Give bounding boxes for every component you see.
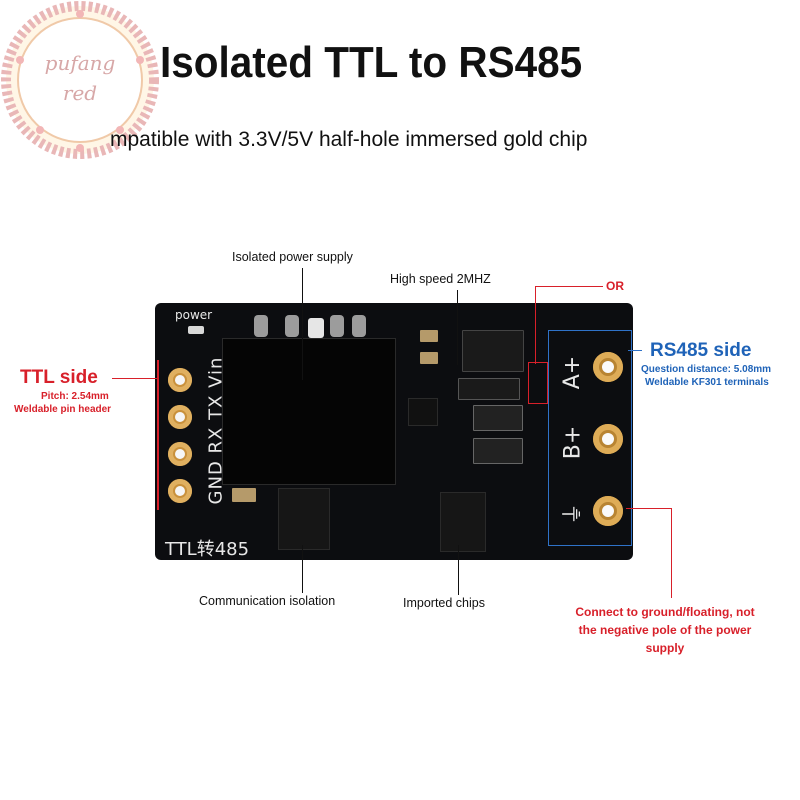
watermark-line2: red: [63, 81, 97, 105]
capacitor: [420, 352, 438, 364]
pointer-isolated-power: [302, 268, 303, 380]
ground-pointer-v: [671, 508, 672, 598]
silk-power: power: [175, 308, 213, 322]
rs485-heading: RS485 side: [650, 340, 752, 361]
isolation-chip: [278, 488, 330, 550]
ttl-pin-tx: [168, 405, 192, 429]
module-pin: [254, 315, 268, 337]
tvs-diode: [473, 438, 523, 464]
module-pin: [330, 315, 344, 337]
terminal-a: [593, 352, 623, 382]
ground-note: Connect to ground/floating, not the nega…: [560, 603, 770, 657]
ttl-pitch: Pitch: 2.54mm: [41, 391, 109, 402]
ttl-pin-rx: [168, 442, 192, 466]
imported-chip: [440, 492, 486, 552]
silk-model: TTL转485: [165, 539, 250, 560]
label-high-speed: High speed 2MHZ: [390, 272, 491, 286]
ttl-pointer: [112, 378, 158, 379]
pointer-imported-chips: [458, 545, 459, 595]
silk-b-plus: B+: [560, 425, 586, 460]
ground-pointer-h: [626, 508, 672, 509]
page-subtitle: mpatible with 3.3V/5V half-hole immersed…: [110, 128, 588, 151]
pointer-or-h: [535, 286, 603, 287]
diode-array: [462, 330, 524, 372]
pointer-high-speed: [457, 290, 458, 365]
rs485-pointer: [628, 350, 642, 351]
ttl-pin-vin: [168, 368, 192, 392]
label-imported-chips: Imported chips: [403, 596, 485, 610]
isolated-power-module: [222, 338, 396, 485]
ground-symbol-icon: ⏚: [561, 502, 587, 526]
pointer-or-v: [535, 286, 536, 364]
label-isolated-power: Isolated power supply: [232, 250, 353, 264]
label-or: OR: [606, 279, 624, 293]
rs485-terminals: Weldable KF301 terminals: [645, 377, 769, 388]
capacitor: [420, 330, 438, 342]
small-ic: [408, 398, 438, 426]
page-title: Isolated TTL to RS485: [160, 38, 583, 87]
capacitor: [232, 488, 256, 502]
ttl-heading: TTL side: [20, 367, 98, 388]
ground-note-line1: Connect to ground/floating, not: [575, 605, 755, 619]
label-comm-isolation: Communication isolation: [199, 594, 336, 608]
or-box: [528, 362, 548, 404]
ttl-pin-gnd: [168, 479, 192, 503]
terminal-gnd: [593, 496, 623, 526]
rs485-box: [548, 330, 632, 546]
ground-note-line3: supply: [645, 641, 685, 655]
watermark-line1: pufang: [45, 51, 116, 75]
silk-a-plus: A+: [560, 355, 586, 390]
module-pin: [285, 315, 299, 337]
terminal-b: [593, 424, 623, 454]
ttl-header: Weldable pin header: [14, 404, 112, 415]
ttl-marker-line: [157, 360, 159, 510]
pointer-comm-isolation: [302, 545, 303, 593]
power-led: [188, 326, 204, 334]
module-pin: [308, 318, 324, 338]
rs485-distance: Question distance: 5.08mm: [641, 364, 772, 375]
transistor: [458, 378, 520, 400]
ground-note-line2: the negative pole of the power: [578, 623, 752, 637]
watermark-logo: pufang red: [1, 1, 159, 159]
tvs-diode: [473, 405, 523, 431]
module-pin: [352, 315, 366, 337]
